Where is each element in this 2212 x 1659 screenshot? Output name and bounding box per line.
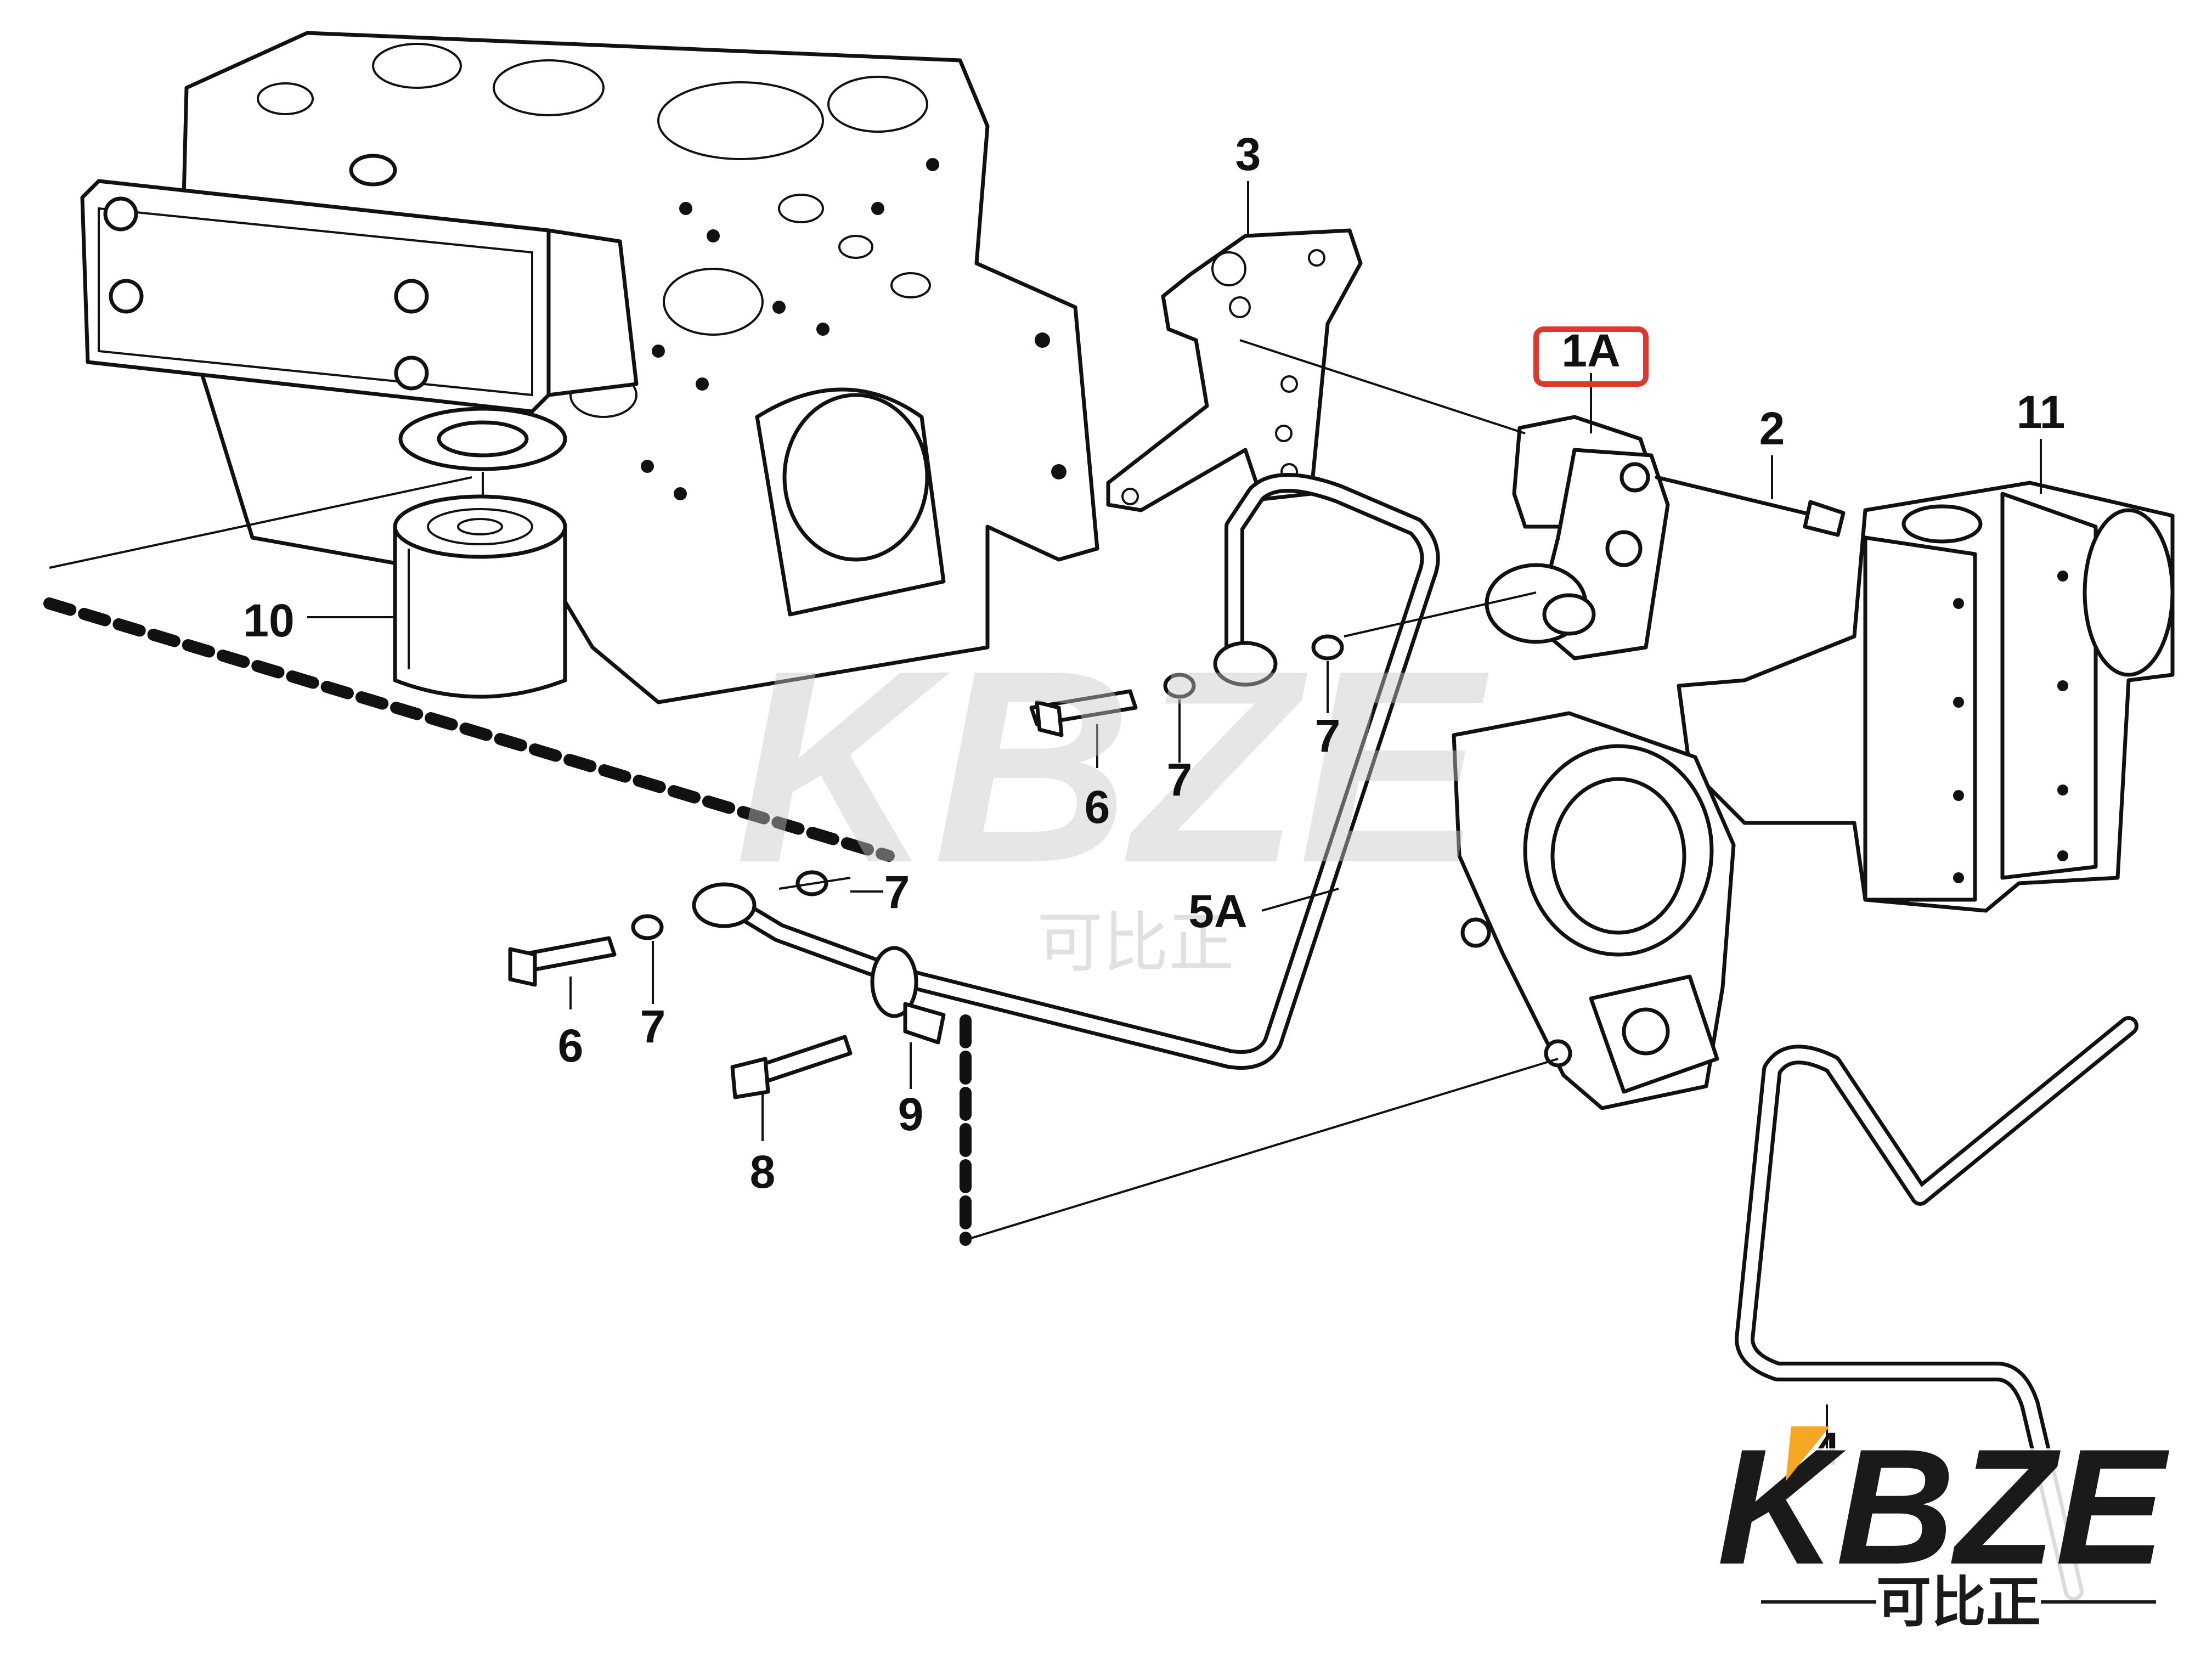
mount-housing — [1677, 481, 2175, 913]
dashed-lines — [43, 339, 1559, 1246]
washer-7-d — [631, 914, 664, 940]
label-7-c: 7 — [884, 866, 910, 918]
washer-7-a — [1163, 673, 1196, 699]
washer-7-b — [1311, 634, 1344, 661]
belt-tensioner — [1485, 415, 1670, 661]
bracket — [1106, 228, 1363, 512]
watermark: KBZE 可比正 — [735, 613, 1492, 981]
label-10: 10 — [243, 595, 294, 646]
label-7-d: 7 — [640, 1001, 666, 1052]
bolt-8 — [730, 1035, 853, 1099]
watermark-brand: KBZE — [735, 613, 1492, 919]
label-8: 8 — [750, 1146, 776, 1198]
label-6-lower: 6 — [558, 1020, 584, 1071]
label-11: 11 — [2017, 386, 2066, 438]
bolt-2 — [1655, 475, 1846, 537]
label-6-upper: 6 — [1085, 781, 1110, 833]
oil-pipe — [692, 473, 1440, 1070]
label-3: 3 — [1235, 128, 1261, 180]
label-5a: 5A — [1188, 885, 1247, 937]
label-7-a: 7 — [1167, 754, 1193, 805]
highlight-box — [1533, 326, 1649, 387]
label-1a: 1A — [1561, 325, 1620, 376]
label-7-b: 7 — [1315, 710, 1341, 761]
brand-logo: KBZE 可比正 — [1706, 1414, 2200, 1634]
leader-lines — [307, 181, 2042, 1459]
logo-accent — [1786, 1426, 1830, 1481]
oil-filter — [393, 472, 567, 699]
logo-subtitle: 可比正 — [1876, 1570, 2041, 1634]
drive-belt — [1735, 1016, 2138, 1601]
engine-block — [80, 31, 1099, 704]
label-9: 9 — [898, 1088, 924, 1140]
bolt-6-upper — [1029, 689, 1138, 737]
pump-housing — [1452, 711, 1736, 1110]
bolt-6-lower — [508, 936, 617, 987]
label-2: 2 — [1759, 403, 1785, 454]
watermark-subtitle: 可比正 — [1037, 905, 1234, 981]
